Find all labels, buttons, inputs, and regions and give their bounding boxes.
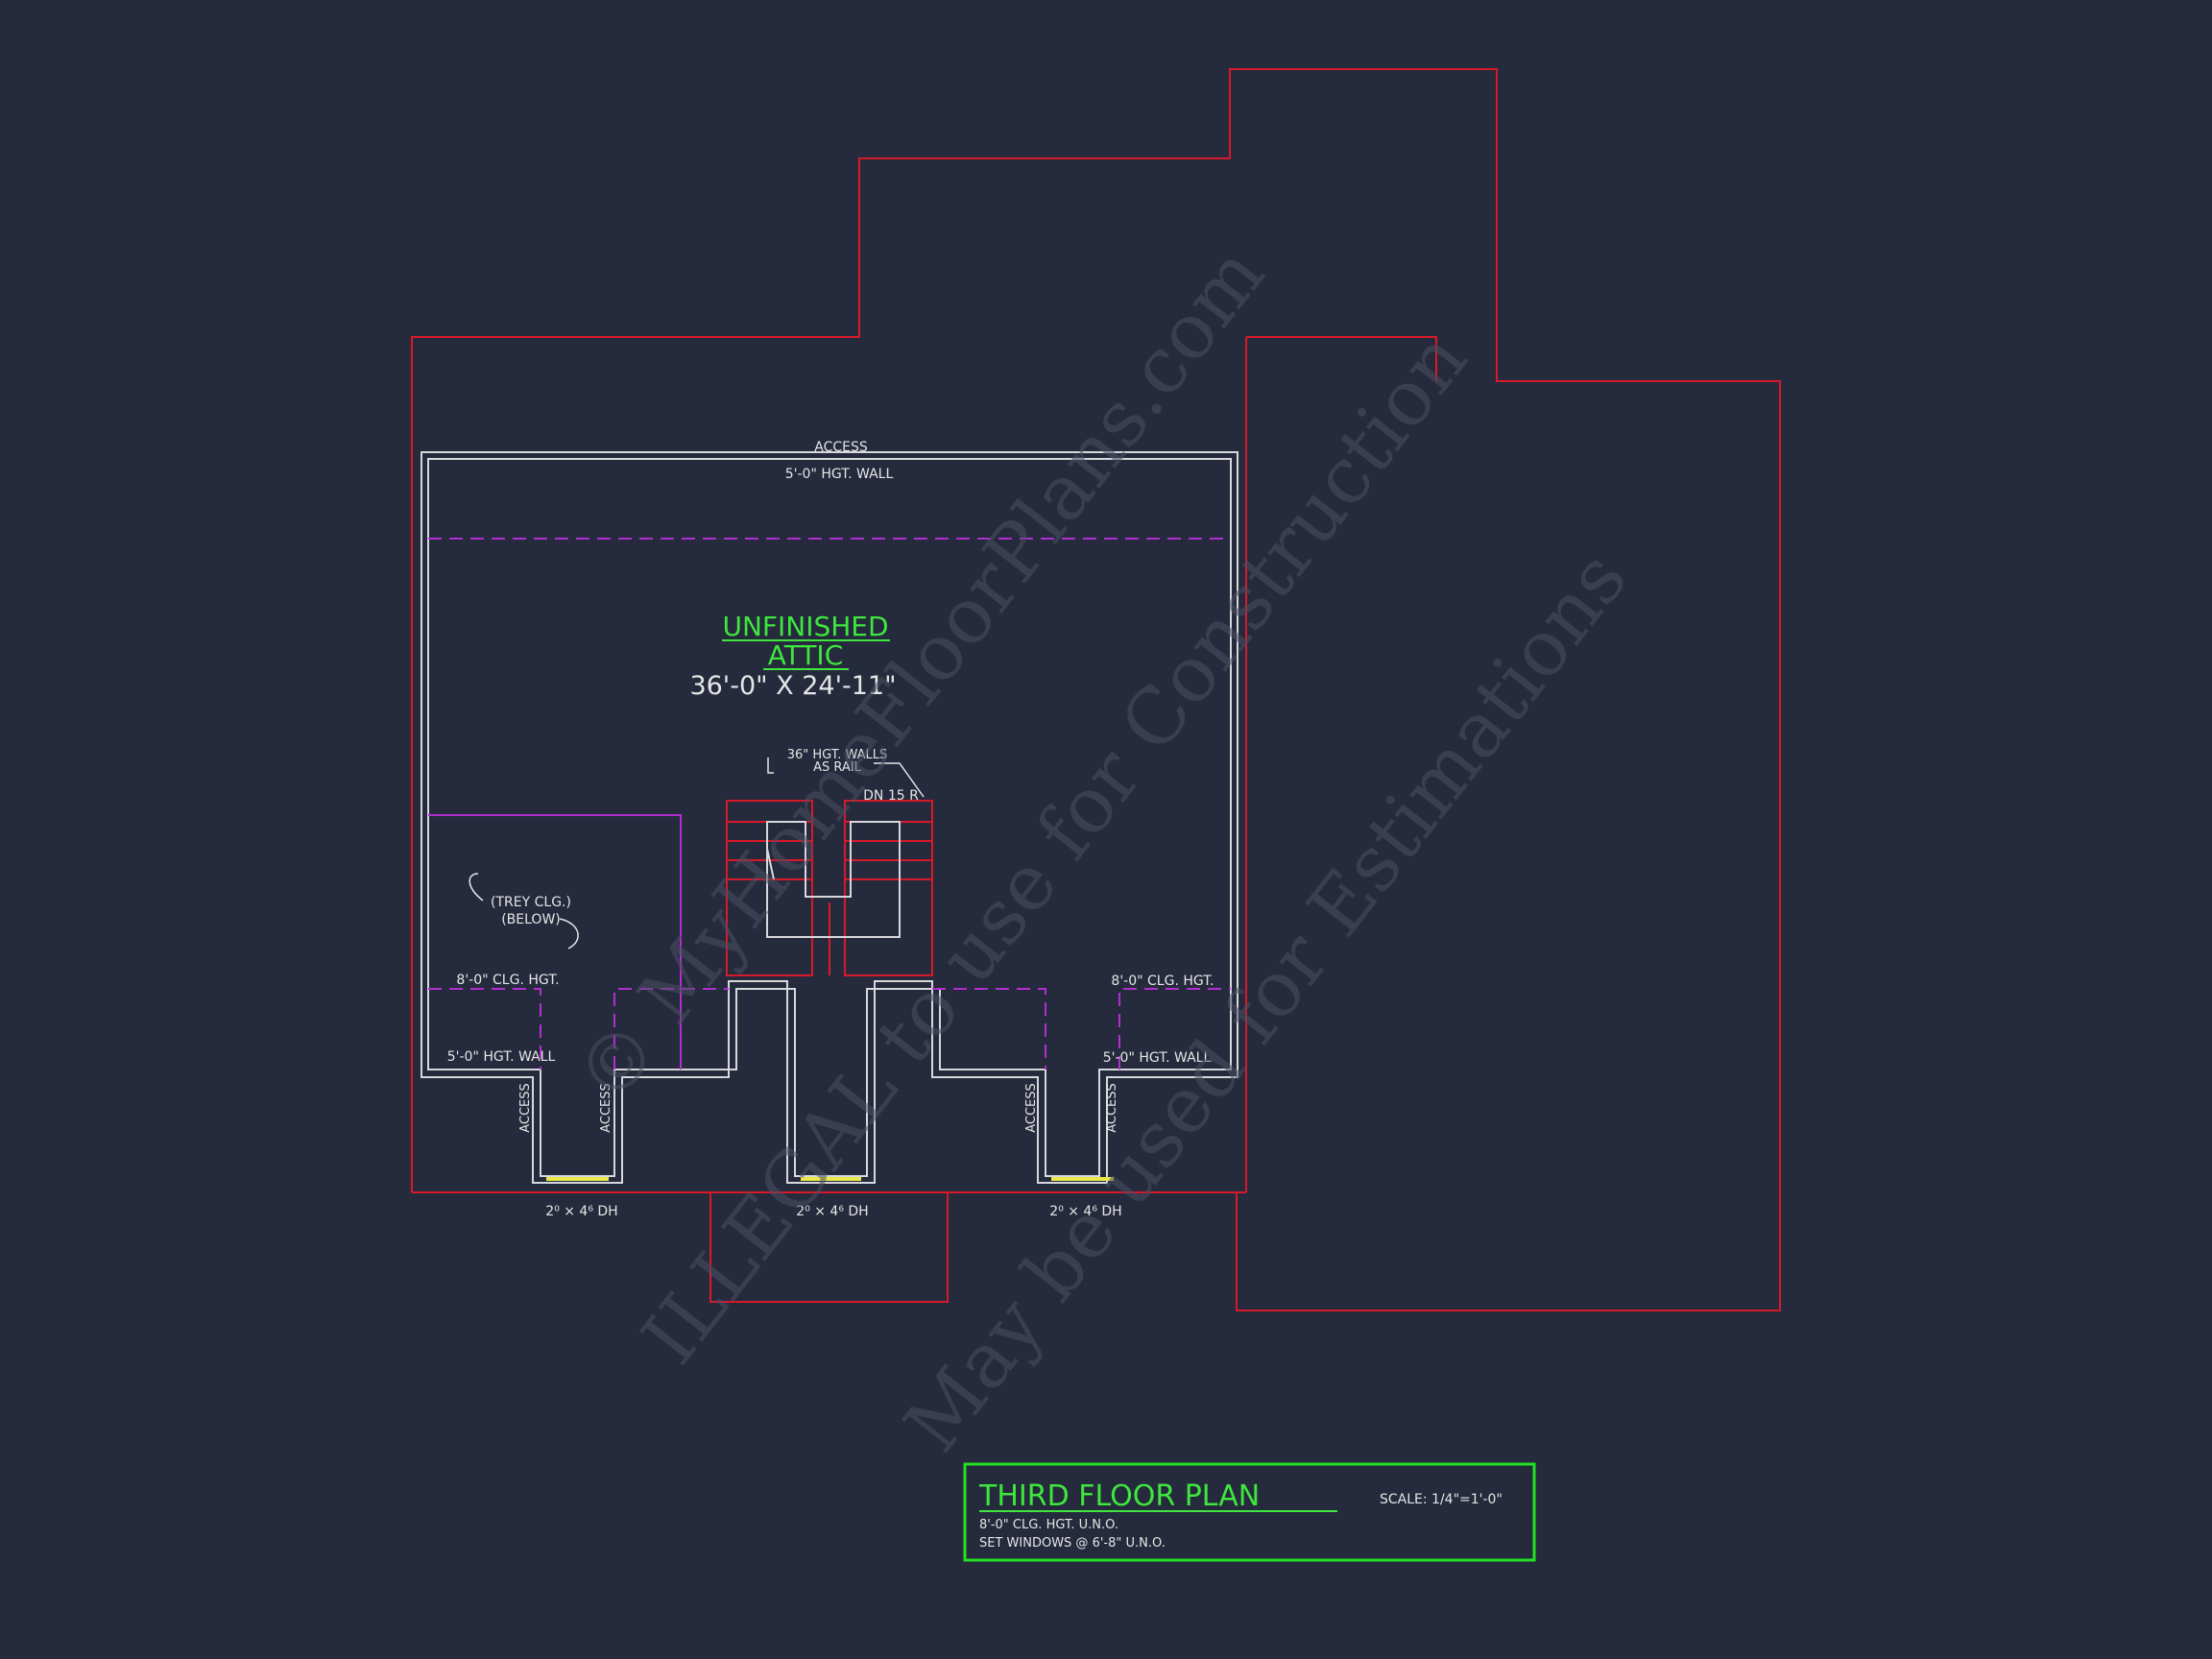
label-access-dormer-2: ACCESS [599,1083,613,1133]
room-dimensions: 36'-0" X 24'-11" [689,671,896,701]
title-block-title: THIRD FLOOR PLAN [978,1479,1260,1513]
label-wall-top: 5'-0" HGT. WALL [785,467,894,482]
leader-lines [469,757,925,950]
rail-leader-right [874,762,925,798]
trey-arrow-down [559,918,579,950]
label-stair-rail-1: 36" HGT. WALLS [787,748,887,762]
room-label: UNFINISHED ATTIC 36'-0" X 24'-11" [689,611,896,701]
attic-wall-outer [421,451,1238,1184]
trey-arrow-up [469,873,484,902]
title-block-frame [963,1462,1536,1562]
title-block-scale: SCALE: 1/4"=1'-0" [1380,1492,1503,1507]
label-clg-right: 8'-0" CLG. HGT. [1111,974,1214,989]
label-wall-right: 5'-0" HGT. WALL [1103,1050,1212,1066]
label-clg-left: 8'-0" CLG. HGT. [456,973,559,988]
label-access-dormer-4: ACCESS [1105,1083,1119,1133]
attic-wall-inner [427,458,1232,1177]
stair-run-left [726,800,813,976]
title-block-note2: SET WINDOWS @ 6'-8" U.N.O. [979,1536,1166,1551]
stair-rail-wall [766,821,901,938]
label-stair-down: DN 15 R [863,788,919,804]
clg-line-mid [613,988,729,1070]
stair-run-right [844,800,933,976]
watermark-line3: May be used for Estimations [887,535,1644,1468]
room-name-line1: UNFINISHED [722,611,888,642]
roof-inner-line [1246,336,1437,381]
label-access-top: ACCESS [814,440,868,455]
stairs [726,800,933,976]
clg-line-left [428,988,541,1070]
label-access-dormer-1: ACCESS [518,1083,533,1133]
rail-leader-left [767,757,774,774]
room-name-line2: ATTIC [768,639,844,671]
attic-walls [421,451,1238,1184]
roof-outline [411,68,1781,1311]
annotations: ACCESS 5'-0" HGT. WALL 36" HGT. WALLS AS… [447,440,1214,1219]
label-trey-2: (BELOW) [501,912,561,927]
label-access-dormer-3: ACCESS [1024,1083,1039,1133]
clg-line-right [1118,988,1231,1070]
label-wall-left: 5'-0" HGT. WALL [447,1049,556,1065]
ceiling-lines [428,538,1231,1070]
title-block-note1: 8'-0" CLG. HGT. U.N.O. [979,1518,1118,1532]
label-stair-rail-2: AS RAIL [813,760,862,775]
roof-front-bump [709,1192,949,1303]
stair-arrow [766,848,775,880]
window-label-center: 2⁰ × 4⁶ DH [796,1204,868,1219]
roof-upper-outline [411,68,1781,1311]
watermark: © MyHomeFloorPlans.com ILLEGAL to use fo… [559,230,1644,1469]
window-label-right: 2⁰ × 4⁶ DH [1049,1204,1121,1219]
clg-line-right-mid [932,988,1046,1070]
title-block: THIRD FLOOR PLAN SCALE: 1/4"=1'-0" 8'-0"… [963,1462,1536,1562]
window-label-left: 2⁰ × 4⁶ DH [545,1204,617,1219]
trey-ceiling-outline [428,814,682,1070]
label-trey-1: (TREY CLG.) [491,895,571,910]
